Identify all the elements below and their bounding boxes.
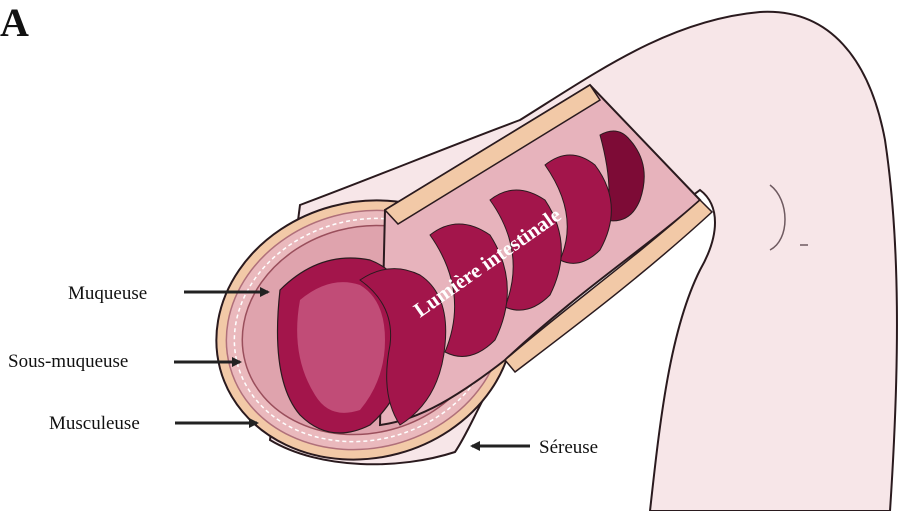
submucosa-label: Sous-muqueuse xyxy=(8,351,128,372)
mucosa-label: Muqueuse xyxy=(68,283,147,304)
muscularis-label: Musculeuse xyxy=(49,413,140,434)
panel-letter: A xyxy=(0,0,29,45)
serosa-label: Séreuse xyxy=(539,437,598,458)
